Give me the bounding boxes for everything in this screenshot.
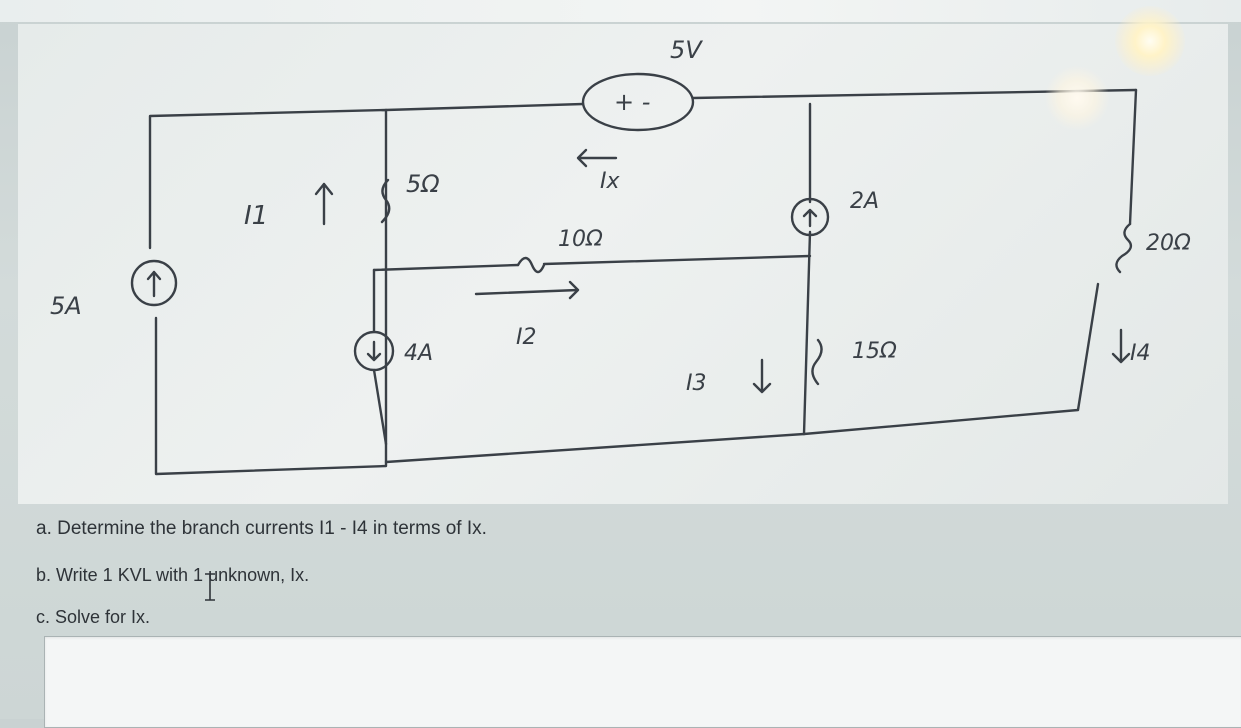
circuit-diagram-svg: 5A 4A 2A 5V + - 5Ω 10Ω 15Ω 20Ω I1 I2 I3 …: [50, 36, 1191, 476]
wire-left-loop: [148, 108, 388, 476]
resistor-5-squiggle: [380, 178, 391, 224]
label-5a: 5A: [50, 292, 82, 320]
resistor-15-squiggle: [811, 338, 823, 386]
label-5v: 5V: [670, 36, 703, 64]
arrow-right-i2-icon: [474, 280, 580, 300]
wire-right-outer-bottom: [802, 282, 1100, 436]
camera-glare: [1115, 6, 1185, 76]
voltage-source-5v: [581, 72, 695, 132]
label-polarity: + -: [614, 88, 650, 116]
arrow-up-5a-icon: [146, 270, 162, 298]
label-10-ohm: 10Ω: [558, 227, 603, 252]
camera-glare-secondary: [1045, 66, 1109, 130]
resistor-10-zigzag: [516, 256, 546, 274]
arrow-left-ix-icon: [576, 148, 618, 168]
label-ix: Ix: [600, 169, 620, 194]
label-20-ohm: 20Ω: [1146, 231, 1191, 256]
arrow-down-i4-icon: [1111, 328, 1131, 364]
question-c: c. Solve for Ix.: [36, 607, 151, 627]
wire-top-left: [384, 102, 585, 112]
current-source-4a: [353, 330, 395, 372]
current-source-2a: [790, 197, 830, 237]
current-source-5a: [130, 259, 178, 307]
label-i2: I2: [516, 325, 537, 350]
arrow-up-i1-icon: [314, 182, 334, 226]
arrow-up-2a-icon: [802, 208, 818, 228]
top-strip: [0, 0, 1241, 22]
wire-mid-left: [372, 263, 520, 272]
label-15-ohm: 15Ω: [852, 339, 897, 364]
wire-bottom-middle: [384, 432, 806, 464]
answer-input[interactable]: [44, 636, 1241, 728]
arrow-down-4a-icon: [366, 340, 382, 362]
label-5-ohm: 5Ω: [406, 170, 440, 198]
label-4a: 4A: [404, 341, 433, 366]
wire-4a-bottom: [372, 368, 388, 446]
label-i4: I4: [1130, 341, 1151, 366]
question-b: b. Write 1 KVL with 1 unknown, Ix.: [36, 565, 310, 585]
text-cursor-icon: [205, 573, 215, 601]
label-i3: I3: [686, 371, 707, 396]
wire-mid-vertical-bottom: [802, 230, 812, 436]
question-a: a. Determine the branch currents I1 - I4…: [36, 518, 487, 539]
arrow-down-i3-icon: [752, 358, 772, 394]
resistor-20-squiggle: [1115, 222, 1133, 274]
wire-right-outer: [1128, 88, 1138, 226]
circuit-diagram-image: 5A 4A 2A 5V + - 5Ω 10Ω 15Ω 20Ω I1 I2 I3 …: [18, 24, 1228, 504]
label-i1: I1: [244, 201, 268, 231]
wire-mid-right: [542, 254, 812, 266]
label-2a: 2A: [850, 189, 879, 214]
